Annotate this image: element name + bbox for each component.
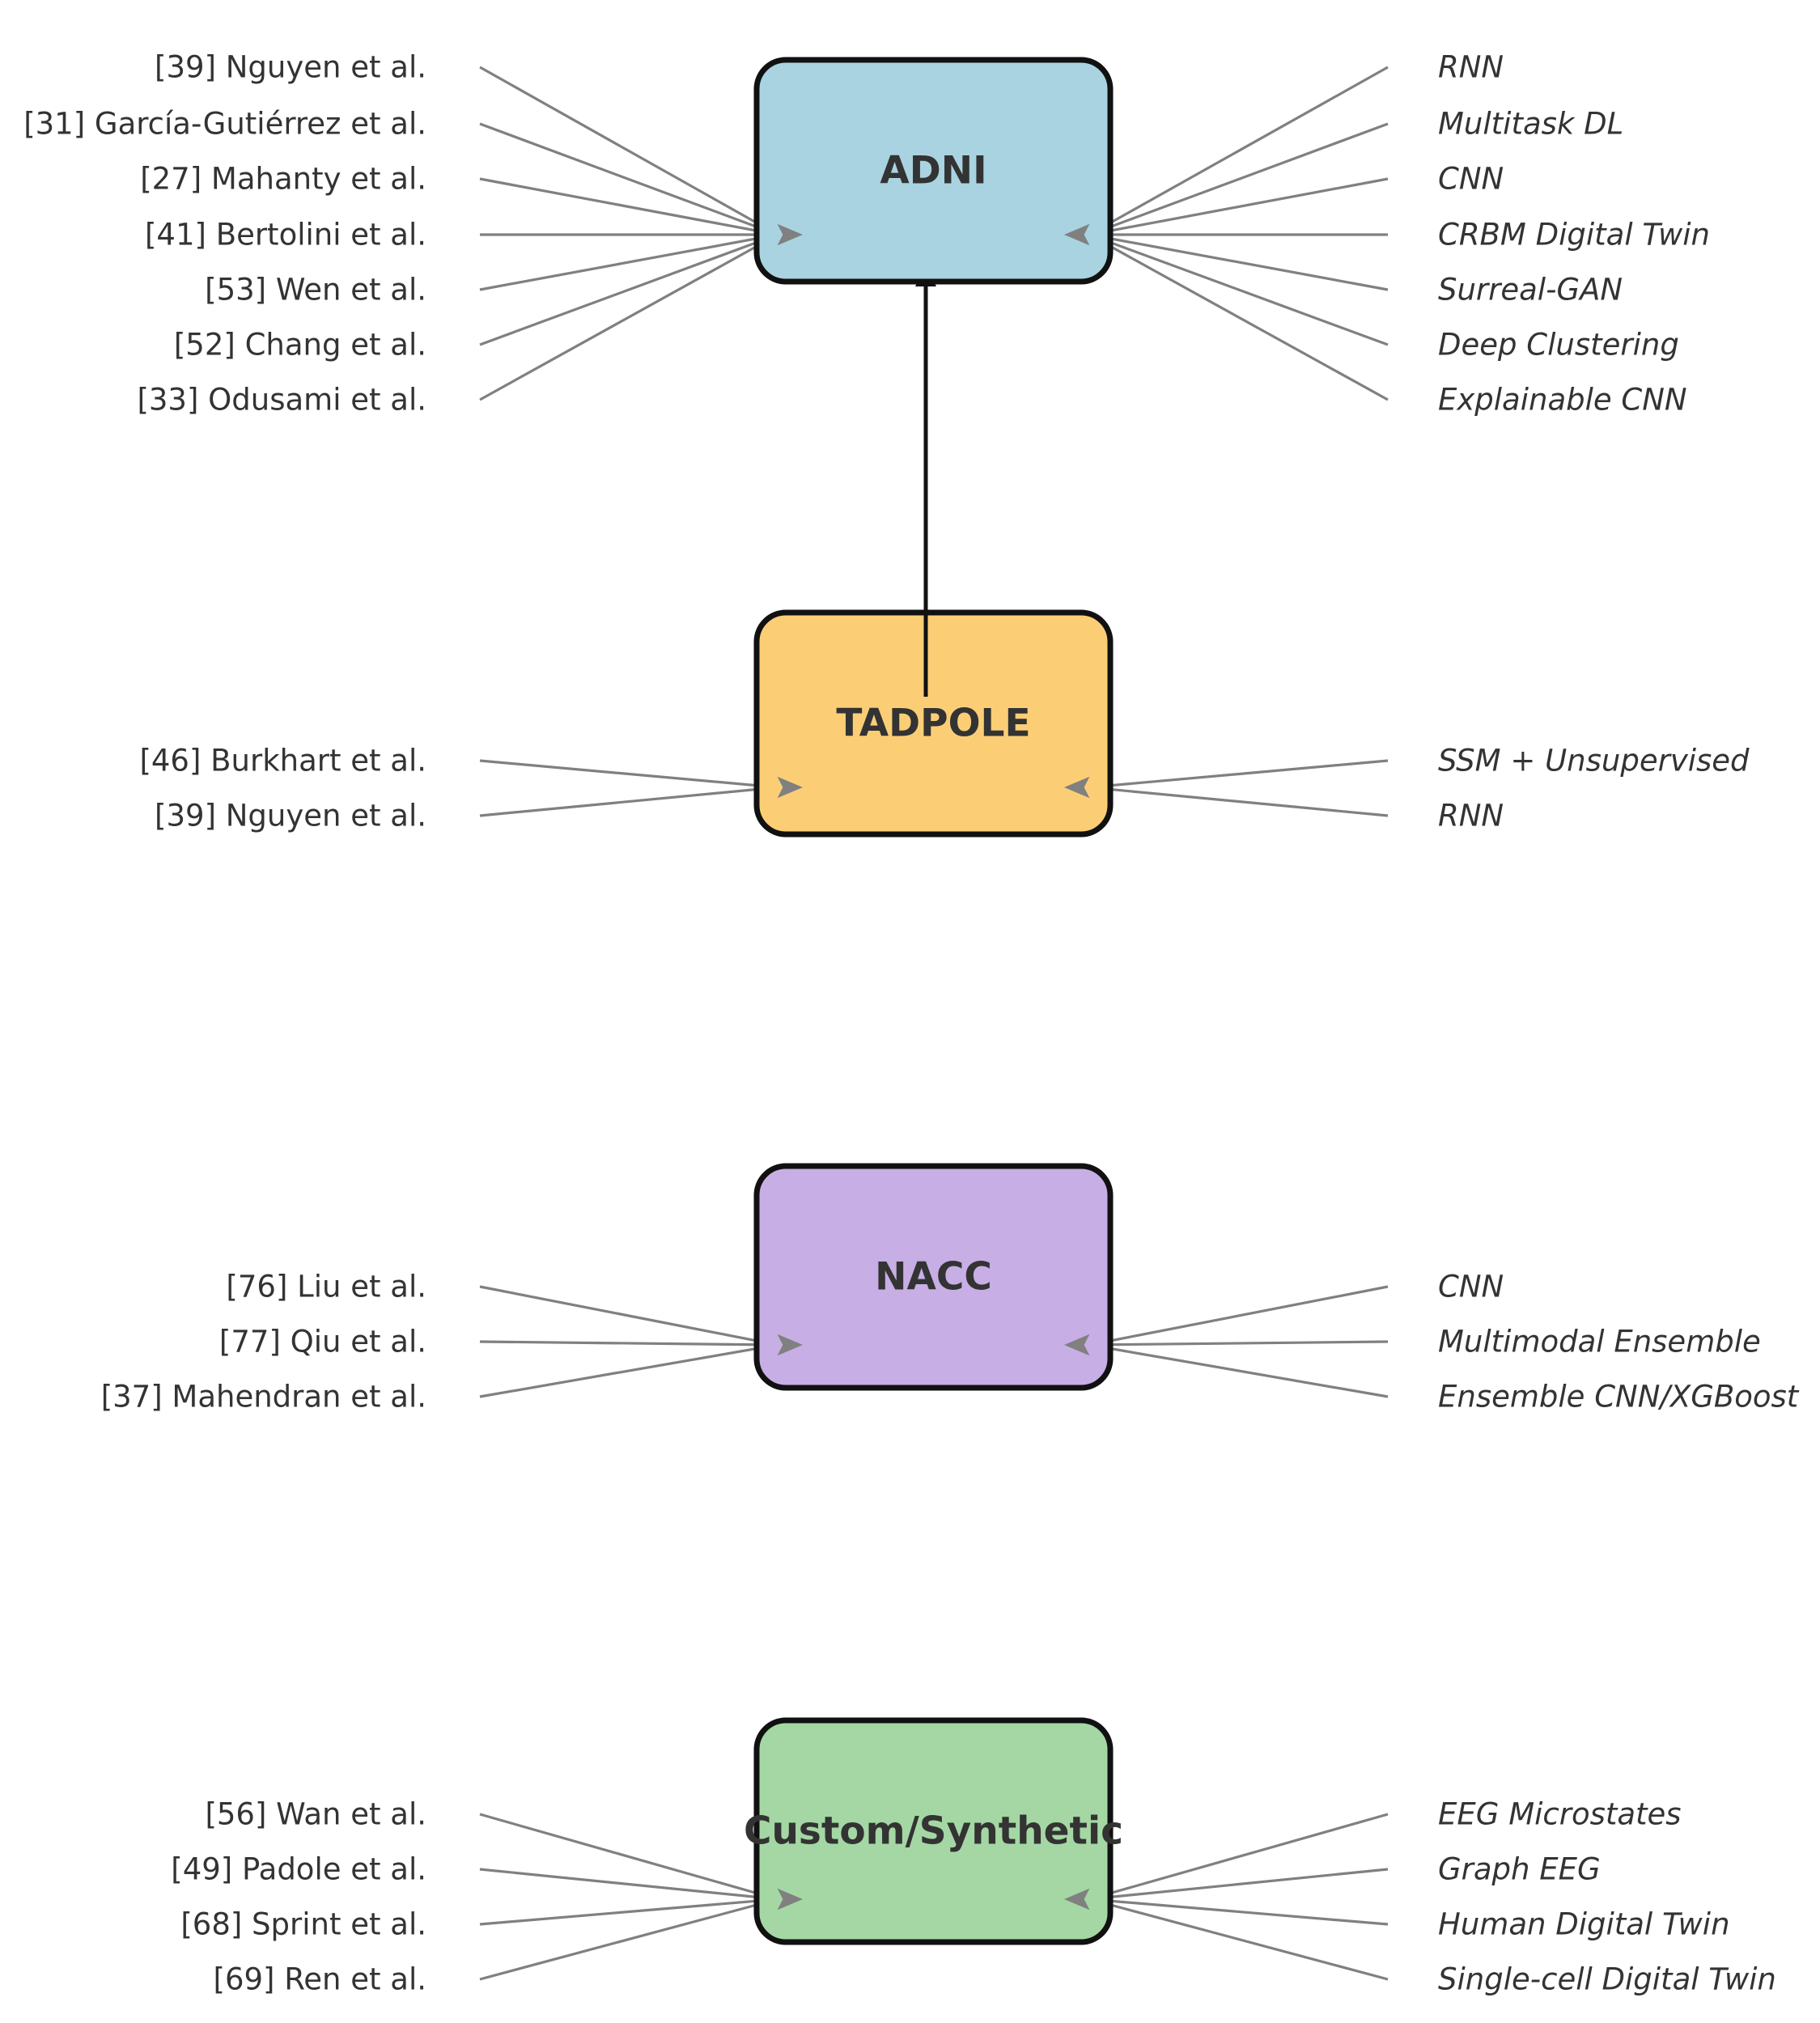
connector-line-tadpole-right-1 — [1088, 786, 1389, 817]
study-label-custom-1: [49] Padole et al. — [171, 1852, 426, 1887]
study-label-adni-5: [52] Chang et al. — [174, 328, 426, 363]
method-label-custom-0: EEG Microstates — [1438, 1797, 1682, 1832]
connector-line-nacc-right-1 — [1088, 1340, 1389, 1347]
method-label-tadpole-1: RNN — [1438, 799, 1504, 833]
connector-line-tadpole-left-1 — [479, 786, 778, 817]
study-label-tadpole-0: [46] Burkhart et al. — [139, 744, 426, 778]
study-label-adni-0: [39] Nguyen et al. — [155, 50, 426, 85]
side-labels-layer: [39] Nguyen et al. [31] García-Gutiérrez … — [23, 50, 1800, 1997]
node-boxes-layer: ADNI TADPOLE NACC Custom/Synthetic — [744, 57, 1123, 1945]
arrowhead-in-top-nacc — [777, 1334, 803, 1356]
connector-line-custom-left-2 — [479, 1898, 778, 1926]
arrowhead-out-top-custom — [1064, 1888, 1090, 1911]
connector-line-adni-right-5 — [1088, 233, 1389, 346]
method-label-nacc-2: Ensemble CNN/XGBoost — [1438, 1380, 1800, 1414]
node-custom[interactable]: Custom/Synthetic — [744, 1717, 1123, 1945]
connector-line-nacc-left-2 — [479, 1343, 778, 1398]
arrowhead-in-top-tadpole — [777, 776, 803, 799]
node-title-tadpole: TADPOLE — [836, 702, 1030, 746]
arrowhead-out-top-nacc — [1064, 1334, 1090, 1356]
connector-line-adni-right-0 — [1088, 66, 1389, 236]
method-label-adni-5: Deep Clustering — [1438, 328, 1679, 363]
connector-line-nacc-right-0 — [1088, 1285, 1389, 1347]
connector-line-nacc-left-1 — [479, 1340, 778, 1347]
method-label-adni-2: CNN — [1438, 162, 1504, 197]
connector-line-nacc-left-0 — [479, 1285, 778, 1347]
method-label-adni-1: Multitask DL — [1438, 107, 1623, 142]
arrowhead-in-top-custom — [777, 1888, 803, 1911]
node-box-adni[interactable] — [753, 57, 1114, 285]
connector-line-adni-left-6 — [479, 233, 778, 401]
method-label-adni-0: RNN — [1438, 50, 1504, 85]
node-box-custom[interactable] — [753, 1717, 1114, 1945]
study-label-custom-0: [56] Wan et al. — [205, 1797, 426, 1832]
study-label-adni-3: [41] Bertolini et al. — [145, 218, 426, 252]
connector-line-adni-right-4 — [1088, 233, 1389, 291]
method-label-custom-3: Single-cell Digital Twin — [1438, 1962, 1776, 1997]
study-label-nacc-0: [76] Liu et al. — [226, 1270, 426, 1304]
node-adni[interactable]: ADNI — [753, 57, 1114, 285]
node-box-nacc[interactable] — [753, 1163, 1114, 1391]
node-title-adni: ADNI — [880, 149, 986, 193]
connector-line-adni-right-2 — [1088, 177, 1389, 236]
connector-line-custom-right-0 — [1088, 1813, 1389, 1901]
study-label-nacc-1: [77] Qiu et al. — [219, 1325, 426, 1359]
connector-line-adni-right-1 — [1088, 122, 1389, 236]
study-label-custom-3: [69] Ren et al. — [214, 1962, 426, 1997]
connector-line-adni-left-2 — [479, 177, 778, 236]
study-label-nacc-2: [37] Mahendran et al. — [101, 1380, 426, 1414]
connector-lines-layer — [479, 66, 1389, 1981]
arrowhead-in-top-adni — [777, 223, 803, 246]
method-label-custom-1: Graph EEG — [1438, 1852, 1601, 1887]
connector-line-custom-right-2 — [1088, 1898, 1389, 1926]
connector-line-custom-left-3 — [479, 1898, 778, 1981]
method-label-adni-3: CRBM Digital Twin — [1438, 218, 1710, 252]
study-label-adni-4: [53] Wen et al. — [205, 273, 426, 307]
node-title-custom: Custom/Synthetic — [744, 1809, 1123, 1854]
study-label-tadpole-1: [39] Nguyen et al. — [155, 799, 426, 833]
arrowhead-out-top-adni — [1064, 223, 1090, 246]
node-box-tadpole[interactable] — [753, 609, 1114, 838]
connector-line-adni-left-1 — [479, 122, 778, 236]
method-label-tadpole-0: SSM + Unsupervised — [1438, 744, 1750, 778]
connector-line-custom-right-1 — [1088, 1868, 1389, 1901]
study-label-adni-2: [27] Mahanty et al. — [140, 162, 426, 197]
arrowhead-out-top-tadpole — [1064, 776, 1090, 799]
connector-line-adni-left-4 — [479, 233, 778, 291]
connector-line-custom-right-3 — [1088, 1898, 1389, 1981]
node-nacc[interactable]: NACC — [753, 1163, 1114, 1391]
connector-line-custom-left-1 — [479, 1868, 778, 1901]
connector-line-adni-right-6 — [1088, 233, 1389, 401]
connector-line-custom-left-0 — [479, 1813, 778, 1901]
method-label-nacc-0: CNN — [1438, 1270, 1504, 1304]
study-label-adni-6: [33] Odusami et al. — [137, 383, 426, 418]
connector-line-tadpole-left-0 — [479, 759, 778, 789]
node-tadpole[interactable]: TADPOLE — [753, 609, 1114, 838]
node-title-nacc: NACC — [875, 1255, 992, 1300]
method-label-adni-6: Explainable CNN — [1438, 383, 1687, 418]
method-label-nacc-1: Multimodal Ensemble — [1438, 1325, 1761, 1359]
connector-line-adni-left-5 — [479, 233, 778, 346]
method-label-custom-2: Human Digital Twin — [1438, 1907, 1730, 1942]
method-label-adni-4: Surreal-GAN — [1438, 273, 1623, 307]
connector-line-adni-left-0 — [479, 66, 778, 236]
connector-line-tadpole-right-0 — [1088, 759, 1389, 789]
study-label-adni-1: [31] García-Gutiérrez et al. — [23, 107, 426, 142]
connector-line-nacc-right-2 — [1088, 1343, 1389, 1398]
study-label-custom-2: [68] Sprint et al. — [180, 1907, 426, 1942]
